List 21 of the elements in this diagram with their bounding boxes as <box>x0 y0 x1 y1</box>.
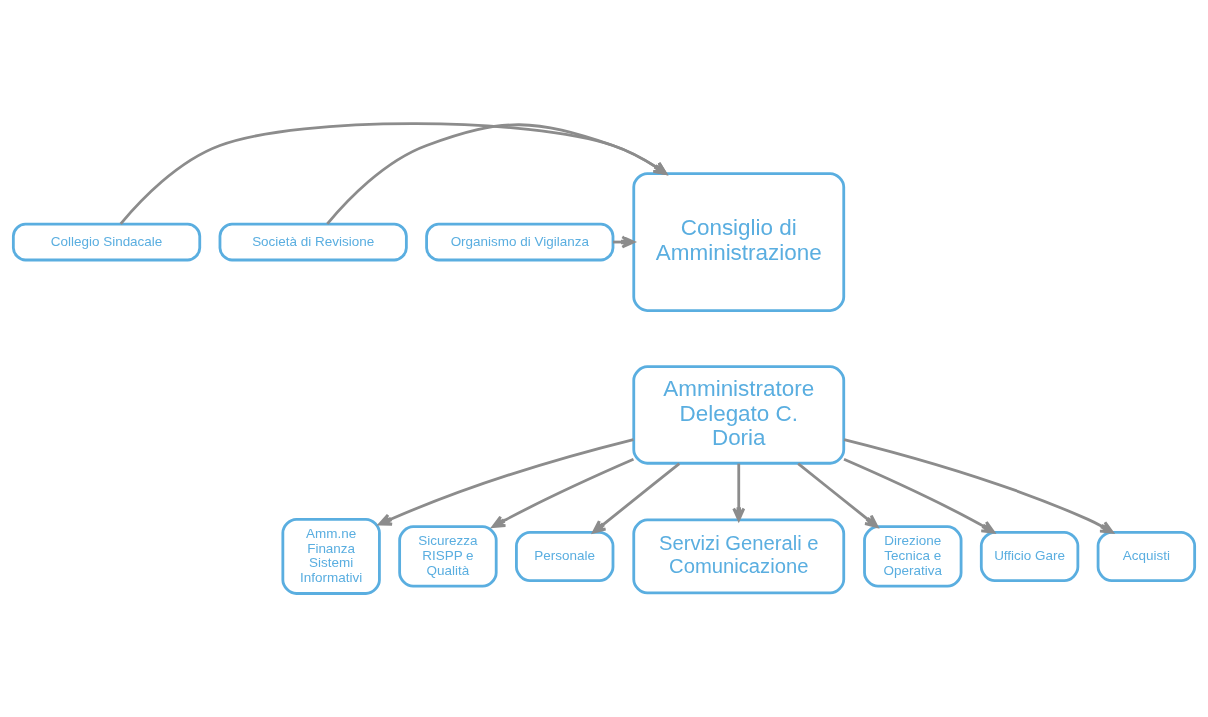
arrow <box>732 463 746 522</box>
arrow <box>119 122 668 225</box>
arrow <box>592 462 681 534</box>
arrow <box>326 123 668 225</box>
node-box: Personale <box>515 530 615 582</box>
arrow <box>378 438 634 526</box>
node-box: Organismo di Vigilanza <box>425 222 615 262</box>
node-box: Servizi Generali e Comunicazione <box>632 518 846 595</box>
node-box: Collegio Sindacale <box>11 222 202 262</box>
node-box: Consiglio di Amministrazione <box>632 172 846 312</box>
arrow <box>491 458 635 529</box>
node-box: Sicurezza RISPP e Qualità <box>398 525 498 588</box>
node-box: Amministratore Delegato C. Doria <box>632 365 846 465</box>
node-box: Ufficio Gare <box>979 530 1080 582</box>
arrow <box>843 458 995 534</box>
node-box: Acquisti <box>1096 530 1197 582</box>
node-box: Amm.ne Finanza Sistemi Informativi <box>281 518 381 595</box>
arrow <box>843 438 1114 534</box>
arrow <box>797 462 879 529</box>
node-box: Società di Revisione <box>218 222 408 262</box>
node-box: Direzione Tecnica e Operativa <box>863 525 963 588</box>
